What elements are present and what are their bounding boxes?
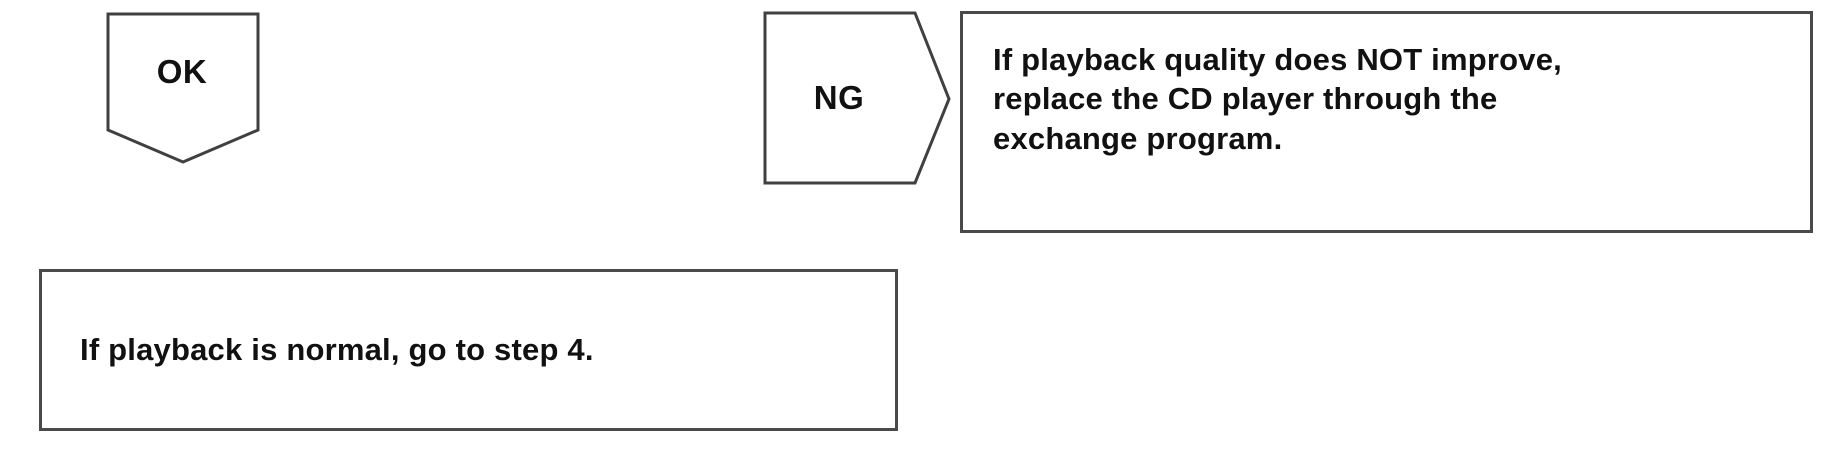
ok-branch-tab[interactable]: OK: [106, 12, 262, 164]
pentagon-point-down-icon: [106, 12, 260, 164]
ng-result-callout: If playback quality does NOT improve, re…: [960, 11, 1813, 233]
pentagon-point-right-icon: [763, 11, 951, 185]
ng-branch-tab-label: NG: [813, 78, 865, 116]
ng-branch-tab[interactable]: NG: [763, 11, 953, 187]
ng-result-text: If playback quality does NOT improve, re…: [993, 42, 1562, 156]
ok-result-text: If playback is normal, go to step 4.: [80, 332, 594, 368]
ok-branch-tab-label: OK: [156, 52, 208, 90]
ok-result-callout: If playback is normal, go to step 4.: [39, 269, 898, 431]
